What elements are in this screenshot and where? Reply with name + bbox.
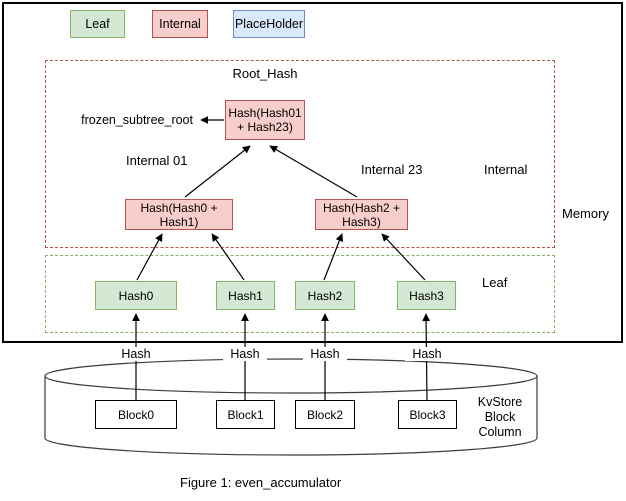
hash-edge-label-3: Hash	[405, 347, 449, 361]
leaf-region-label: Leaf	[482, 275, 508, 290]
hash-edge-label-2: Hash	[303, 347, 347, 361]
node-block1: Block1	[216, 400, 275, 429]
node-hash3: Hash3	[397, 281, 456, 310]
legend-leaf: Leaf	[70, 10, 125, 38]
node-hash2-label: Hash2	[307, 288, 343, 303]
node-block1-label: Block1	[227, 407, 264, 422]
node-block2-label: Block2	[306, 407, 344, 422]
node-hash3-label: Hash3	[409, 288, 444, 303]
legend-internal: Internal	[152, 10, 208, 38]
node-block0-label: Block0	[117, 407, 155, 422]
legend-placeholder-label: PlaceHolder	[234, 17, 304, 31]
kvstore-column-label: KvStore Block Column	[477, 395, 523, 439]
figure-caption: Figure 1: even_accumulator	[180, 475, 342, 490]
root-hash-region-label: Root_Hash	[232, 66, 298, 81]
node-hash1: Hash1	[216, 281, 275, 310]
hash-edge-label-0: Hash	[114, 347, 158, 361]
legend-internal-label: Internal	[159, 17, 201, 31]
node-hash2: Hash2	[295, 281, 355, 310]
node-root-hash-label: Hash(Hash01 + Hash23)	[228, 106, 302, 134]
node-internal01: Hash(Hash0 + Hash1)	[125, 199, 233, 230]
legend-placeholder: PlaceHolder	[233, 10, 305, 38]
node-internal01-label: Hash(Hash0 + Hash1)	[140, 200, 218, 229]
node-hash0-label: Hash0	[118, 288, 154, 303]
node-block3: Block3	[398, 400, 457, 429]
internal23-edge-label: Internal 23	[361, 162, 423, 177]
node-hash0: Hash0	[95, 281, 177, 310]
memory-region-label: Memory	[562, 206, 609, 221]
memory-box	[2, 2, 623, 343]
node-block3-label: Block3	[409, 407, 446, 422]
legend-leaf-label: Leaf	[85, 17, 110, 31]
root-hash-region	[45, 60, 555, 248]
node-block0: Block0	[95, 400, 177, 429]
hash-edge-label-1: Hash	[223, 347, 267, 361]
node-root-hash: Hash(Hash01 + Hash23)	[225, 100, 305, 140]
node-block2: Block2	[295, 400, 355, 429]
internal-region-label: Internal	[484, 162, 528, 177]
leaf-region	[45, 255, 555, 333]
internal01-edge-label: Internal 01	[126, 153, 188, 168]
frozen-subtree-root-label: frozen_subtree_root	[81, 113, 193, 127]
node-internal23: Hash(Hash2 + Hash3)	[315, 199, 408, 230]
node-internal23-label: Hash(Hash2 + Hash3)	[322, 200, 401, 229]
node-hash1-label: Hash1	[228, 288, 263, 303]
